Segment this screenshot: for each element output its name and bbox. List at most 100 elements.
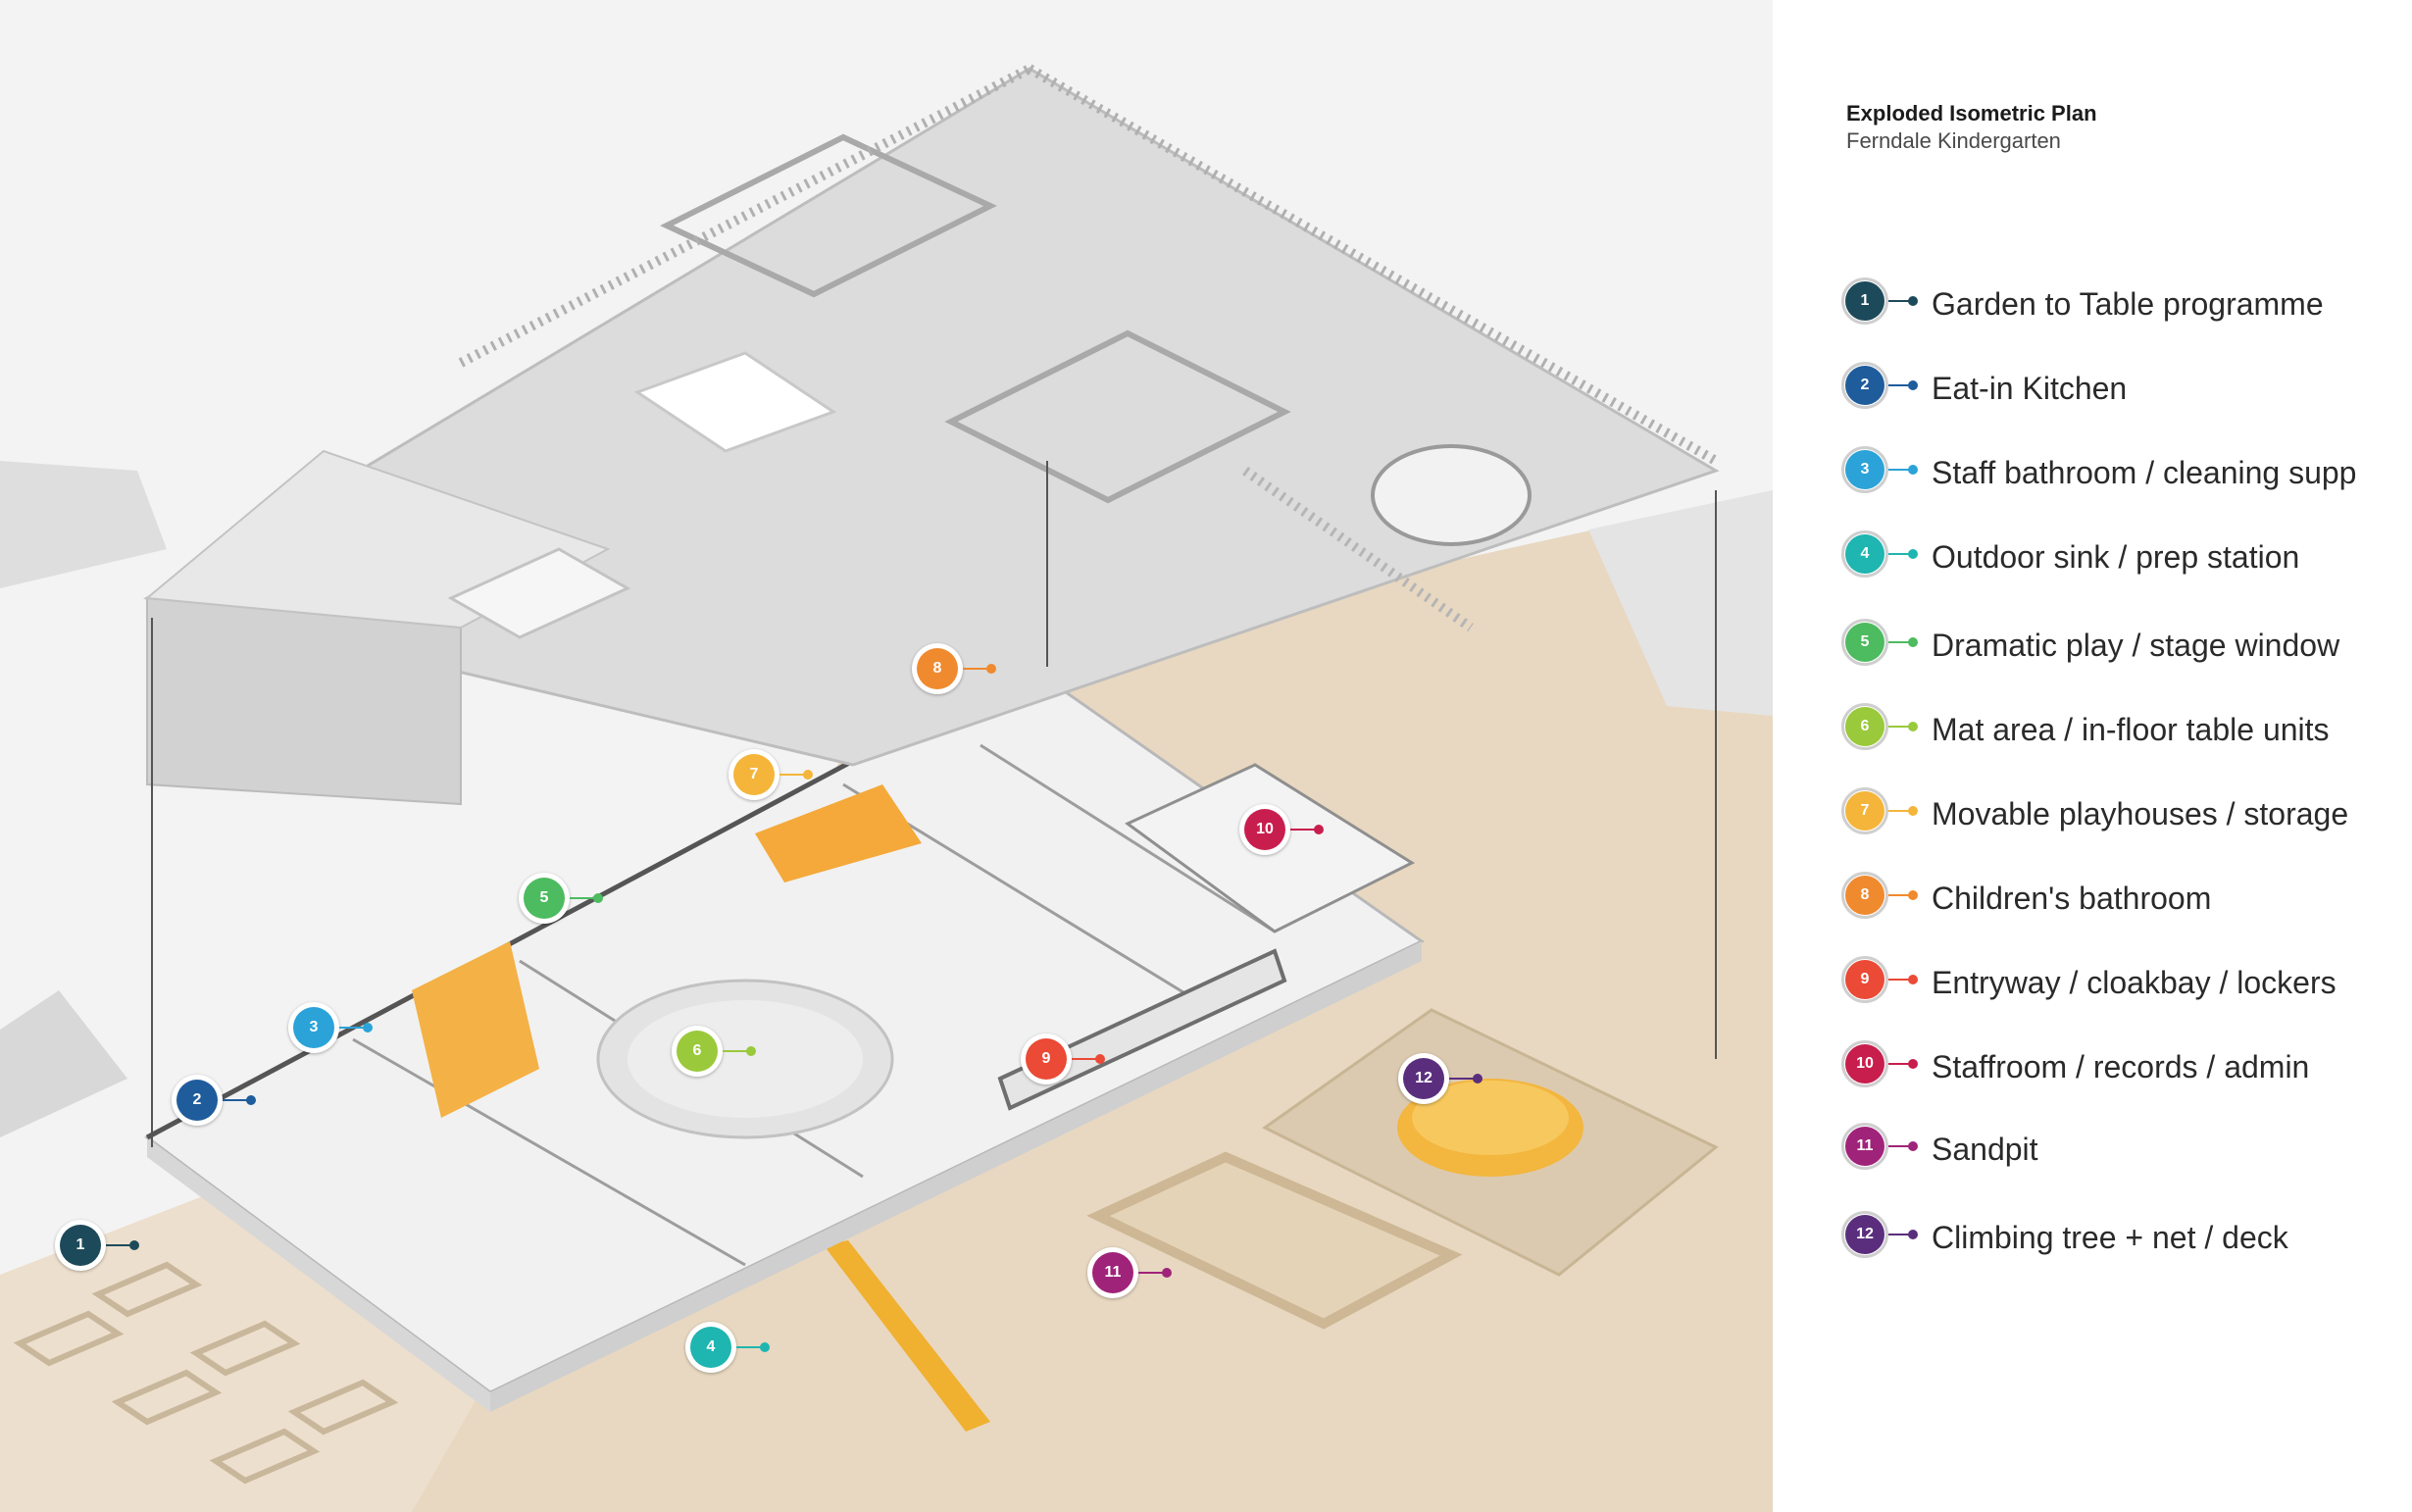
climbing-tree-deck-inner xyxy=(1412,1081,1569,1155)
marker-badge: 2 xyxy=(172,1075,223,1126)
legend-dot xyxy=(1908,465,1918,475)
page-title: Exploded Isometric Plan xyxy=(1846,101,2097,126)
ground-floor xyxy=(144,664,1425,1412)
legend-number: 6 xyxy=(1845,707,1884,746)
legend-dot xyxy=(1908,549,1918,559)
marker-connector xyxy=(1290,829,1316,831)
legend-badge: 11 xyxy=(1841,1123,1888,1170)
legend-connector xyxy=(1888,1234,1910,1235)
marker-connector xyxy=(1138,1272,1164,1274)
marker-connector xyxy=(570,897,595,899)
marker-badge: 11 xyxy=(1087,1247,1138,1298)
marker-dot xyxy=(1162,1268,1172,1278)
legend-label: Sandpit xyxy=(1932,1132,2038,1167)
legend-dot xyxy=(1908,1059,1918,1069)
marker-connector xyxy=(1449,1078,1475,1080)
projection-lines xyxy=(151,461,1717,1147)
marker-badge: 9 xyxy=(1021,1033,1072,1084)
legend-connector xyxy=(1888,384,1910,386)
marker-number: 12 xyxy=(1403,1058,1444,1099)
legend-number: 7 xyxy=(1845,791,1884,831)
slide xyxy=(824,1240,990,1432)
marker-number: 2 xyxy=(176,1080,218,1121)
legend-item-12[interactable]: 12 Climbing tree + net / deck xyxy=(1841,1211,2412,1270)
marker-number: 7 xyxy=(733,754,775,795)
marker-badge: 8 xyxy=(912,643,963,694)
legend-label: Children's bathroom xyxy=(1932,881,2212,916)
legend-dot xyxy=(1908,806,1918,816)
legend-connector xyxy=(1888,641,1910,643)
isometric-plan xyxy=(0,64,1773,1512)
marker-number: 11 xyxy=(1092,1252,1133,1293)
marker-number: 6 xyxy=(677,1031,718,1072)
legend-dot xyxy=(1908,1141,1918,1151)
neighbour-building-left-2 xyxy=(0,990,127,1137)
legend-connector xyxy=(1888,726,1910,728)
legend-item-1[interactable]: 1 Garden to Table programme xyxy=(1841,277,2412,336)
marker-badge: 5 xyxy=(519,873,570,924)
marker-connector xyxy=(963,668,988,670)
legend-badge: 7 xyxy=(1841,787,1888,834)
legend-badge: 8 xyxy=(1841,872,1888,919)
marker-dot xyxy=(746,1046,756,1056)
legend-number: 5 xyxy=(1845,623,1884,662)
legend-connector xyxy=(1888,553,1910,555)
neighbour-building-left xyxy=(0,461,167,588)
legend-label: Outdoor sink / prep station xyxy=(1932,539,2300,575)
legend-dot xyxy=(1908,1230,1918,1239)
roof-level xyxy=(143,64,1720,806)
legend-item-5[interactable]: 5 Dramatic play / stage window xyxy=(1841,619,2412,678)
legend-connector xyxy=(1888,1145,1910,1147)
marker-connector xyxy=(779,774,805,776)
legend-badge: 10 xyxy=(1841,1040,1888,1087)
marker-dot xyxy=(803,770,813,780)
legend-number: 9 xyxy=(1845,960,1884,999)
marker-number: 9 xyxy=(1026,1038,1067,1080)
legend-item-3[interactable]: 3 Staff bathroom / cleaning supp xyxy=(1841,446,2412,505)
marker-number: 1 xyxy=(60,1225,101,1266)
marker-dot xyxy=(129,1240,139,1250)
marker-badge: 1 xyxy=(55,1220,106,1271)
legend-connector xyxy=(1888,894,1910,896)
marker-dot xyxy=(1314,825,1324,834)
marker-number: 5 xyxy=(524,878,565,919)
marker-dot xyxy=(760,1342,770,1352)
legend-number: 11 xyxy=(1845,1127,1884,1166)
marker-connector xyxy=(1072,1058,1097,1060)
legend-badge: 12 xyxy=(1841,1211,1888,1258)
legend-badge: 1 xyxy=(1841,277,1888,325)
legend-connector xyxy=(1888,1063,1910,1065)
marker-dot xyxy=(1095,1054,1105,1064)
garden-beds xyxy=(13,1261,399,1485)
legend-label: Staff bathroom / cleaning supp xyxy=(1932,455,2357,490)
legend-connector xyxy=(1888,810,1910,812)
legend-dot xyxy=(1908,722,1918,731)
legend-label: Eat-in Kitchen xyxy=(1932,371,2128,406)
legend-dot xyxy=(1908,296,1918,306)
legend-label: Climbing tree + net / deck xyxy=(1932,1220,2288,1255)
legend-label: Dramatic play / stage window xyxy=(1932,628,2340,663)
sandpit-frame xyxy=(1086,1151,1463,1330)
legend-dot xyxy=(1908,637,1918,647)
marker-badge: 7 xyxy=(729,749,779,800)
page-subtitle: Ferndale Kindergarten xyxy=(1846,128,2061,153)
legend-item-11[interactable]: 11 Sandpit xyxy=(1841,1123,2412,1182)
legend-badge: 5 xyxy=(1841,619,1888,666)
marker-number: 3 xyxy=(293,1007,334,1048)
marker-connector xyxy=(223,1099,248,1101)
marker-number: 4 xyxy=(690,1327,731,1368)
legend-item-4[interactable]: 4 Outdoor sink / prep station xyxy=(1841,530,2412,589)
marker-number: 8 xyxy=(917,648,958,689)
legend-item-8[interactable]: 8 Children's bathroom xyxy=(1841,872,2412,931)
legend-number: 10 xyxy=(1845,1044,1884,1084)
legend-connector xyxy=(1888,300,1910,302)
legend-number: 3 xyxy=(1845,450,1884,489)
legend-label: Garden to Table programme xyxy=(1932,286,2324,322)
legend-badge: 4 xyxy=(1841,530,1888,578)
